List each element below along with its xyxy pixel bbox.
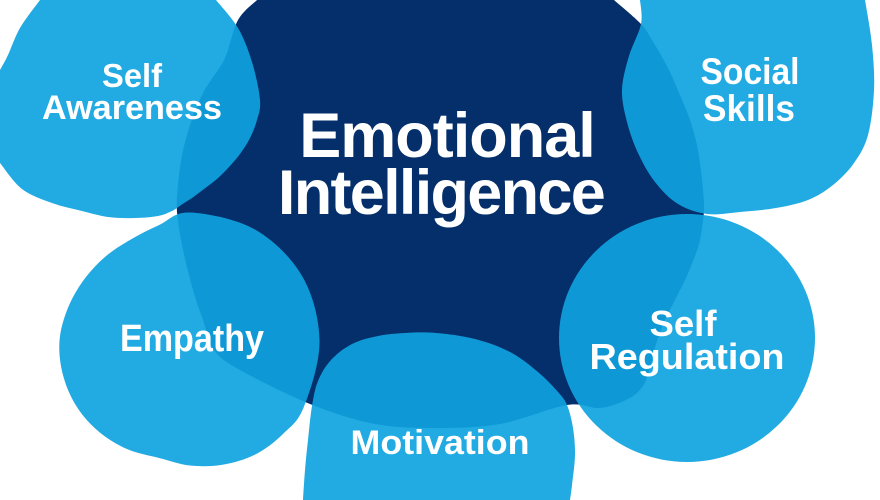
svg-text:Empathy: Empathy: [120, 318, 264, 360]
svg-text:Emotional: Emotional: [299, 101, 595, 171]
svg-text:Self: Self: [102, 58, 163, 95]
svg-text:Intelligence: Intelligence: [278, 158, 604, 228]
svg-text:Awareness: Awareness: [42, 89, 222, 127]
svg-text:Skills: Skills: [703, 88, 795, 129]
svg-text:Regulation: Regulation: [590, 337, 785, 377]
svg-text:Motivation: Motivation: [351, 424, 530, 462]
svg-text:Social: Social: [701, 51, 800, 92]
svg-text:Self: Self: [650, 304, 717, 344]
